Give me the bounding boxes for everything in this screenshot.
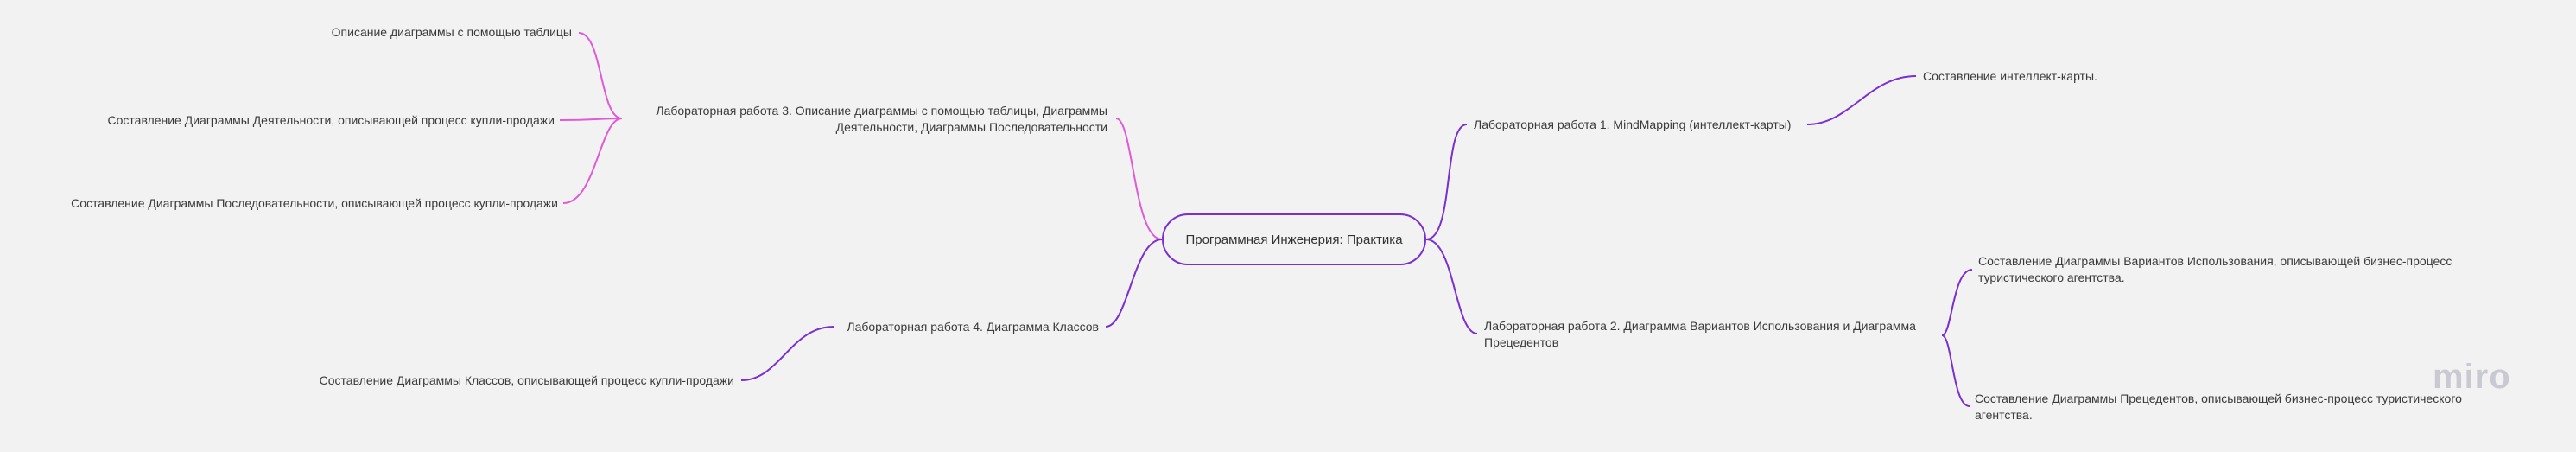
connector-lab4-child-1 [740, 326, 834, 381]
lab2-child-2[interactable]: Составление Диаграммы Прецедентов, описы… [1975, 391, 2493, 423]
lab2-child-1[interactable]: Составление Диаграммы Вариантов Использо… [1978, 253, 2497, 286]
lab3-child-1-label: Описание диаграммы с помощью таблицы [331, 25, 572, 39]
branch-lab3[interactable]: Лабораторная работа 3. Описание диаграмм… [627, 103, 1107, 136]
lab3-child-3[interactable]: Составление Диаграммы Последовательности… [35, 195, 558, 212]
lab2-child-1-label: Составление Диаграммы Вариантов Использо… [1978, 254, 2452, 284]
connector-lab3-child-1 [578, 32, 623, 119]
lab4-child-1-label: Составление Диаграммы Классов, описывающ… [319, 373, 734, 387]
connector-lab1-child-1 [1806, 75, 1917, 125]
lab3-child-3-label: Составление Диаграммы Последовательности… [71, 196, 558, 210]
connector-lab2-child-1 [1941, 269, 1973, 336]
root-topic[interactable]: Программная Инженерия: Практика [1162, 213, 1426, 265]
lab3-child-2[interactable]: Составление Диаграммы Деятельности, опис… [78, 112, 555, 129]
root-topic-label: Программная Инженерия: Практика [1185, 232, 1403, 247]
lab3-child-1[interactable]: Описание диаграммы с помощью таблицы [311, 24, 572, 41]
lab4-child-1[interactable]: Составление Диаграммы Классов, описывающ… [259, 372, 734, 389]
branch-lab3-label: Лабораторная работа 3. Описание диаграмм… [656, 104, 1107, 134]
lab1-child-1[interactable]: Составление интеллект-карты. [1923, 68, 2097, 85]
connector-root-lab4 [1105, 239, 1163, 328]
lab1-child-1-label: Составление интеллект-карты. [1923, 69, 2097, 83]
branch-lab2[interactable]: Лабораторная работа 2. Диаграмма Вариант… [1484, 318, 1942, 351]
branch-lab1[interactable]: Лабораторная работа 1. MindMapping (инте… [1474, 117, 1791, 133]
miro-logo: miro [2433, 358, 2511, 397]
lab3-child-2-label: Составление Диаграммы Деятельности, опис… [107, 113, 555, 127]
connector-root-lab1 [1425, 124, 1468, 240]
connector-lab2-child-2 [1941, 334, 1970, 407]
lab2-child-2-label: Составление Диаграммы Прецедентов, описы… [1975, 392, 2462, 422]
branch-lab4[interactable]: Лабораторная работа 4. Диаграмма Классов [777, 319, 1099, 335]
miro-logo-text: miro [2433, 358, 2511, 396]
connector-root-lab2 [1425, 239, 1478, 334]
connector-lab3-child-3 [562, 118, 623, 204]
connector-lab3-child-2 [559, 118, 623, 121]
connector-root-lab3 [1115, 118, 1163, 240]
branch-lab4-label: Лабораторная работа 4. Диаграмма Классов [847, 320, 1099, 334]
branch-lab1-label: Лабораторная работа 1. MindMapping (инте… [1474, 118, 1792, 131]
branch-lab2-label: Лабораторная работа 2. Диаграмма Вариант… [1484, 319, 1916, 349]
